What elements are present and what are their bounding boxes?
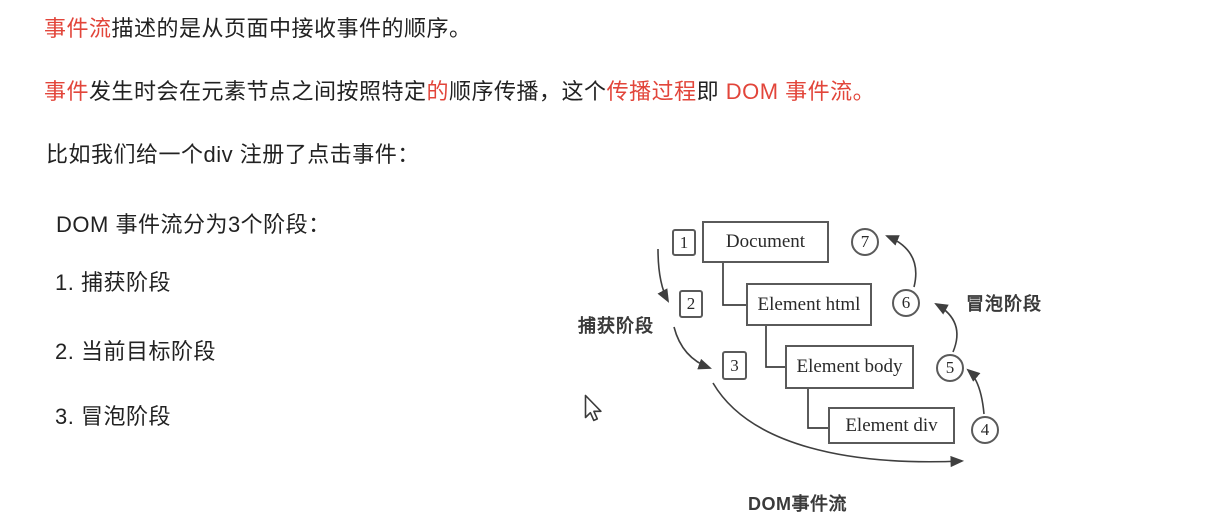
paragraph-text: 顺序传播，这个 [449, 79, 607, 104]
diagram-caption: DOM事件流 [748, 494, 847, 514]
mouse-cursor-icon [584, 394, 602, 422]
bubble-phase-label: 冒泡阶段 [966, 294, 1042, 314]
list-item-capture-phase: 1. 捕获阶段 [55, 270, 171, 295]
paragraph-text: 发生时会在元素节点之间按照特定 [89, 79, 427, 104]
highlight-event-flow: 事件流 [44, 16, 112, 41]
diagram-node-element-div: Element div [828, 407, 955, 444]
highlight-de: 的 [426, 79, 450, 104]
capture-step-3-badge: 3 [722, 351, 747, 380]
diagram-node-element-html: Element html [746, 283, 872, 326]
paragraph-div-click-example: 比如我们给一个div 注册了点击事件： [46, 137, 420, 169]
paragraph-text: 描述的是从页面中接收事件的顺序。 [111, 16, 472, 41]
paragraph-text: 比如我们给一个div 注册了点击事件： [46, 142, 420, 167]
bubble-step-7-badge: 7 [851, 228, 879, 256]
bubble-step-6-badge: 6 [892, 289, 920, 317]
list-item-bubble-phase: 3. 冒泡阶段 [55, 404, 171, 429]
bubble-step-5-badge: 5 [936, 354, 964, 382]
list-item-target-phase: 2. 当前目标阶段 [55, 339, 216, 364]
paragraph-event-flow-definition: 事件流描述的是从页面中接收事件的顺序。 [44, 11, 472, 43]
diagram-node-element-body: Element body [785, 345, 914, 389]
capture-phase-label: 捕获阶段 [578, 316, 654, 336]
capture-step-1-badge: 1 [672, 229, 696, 256]
paragraph-text: 即 [696, 79, 726, 104]
highlight-propagation-process: 传播过程 [606, 79, 697, 104]
capture-step-2-badge: 2 [679, 290, 703, 318]
paragraph-event-propagation: 事件发生时会在元素节点之间按照特定的顺序传播，这个传播过程即 DOM 事件流。 [44, 74, 875, 106]
diagram-node-document: Document [702, 221, 829, 263]
highlight-event: 事件 [44, 79, 90, 104]
paragraph-text: DOM 事件流分为3个阶段： [56, 212, 331, 237]
bubble-step-4-badge: 4 [971, 416, 999, 444]
highlight-dom-event-flow: DOM 事件流。 [725, 79, 876, 104]
paragraph-three-phases: DOM 事件流分为3个阶段： [56, 207, 331, 239]
